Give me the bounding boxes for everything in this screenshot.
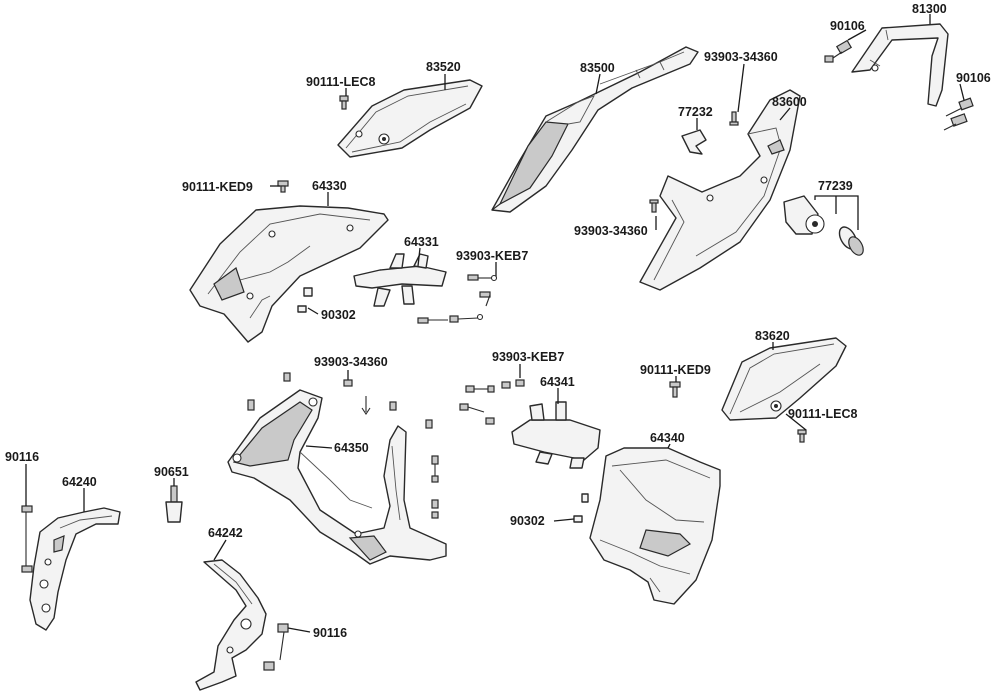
part-77232 (681, 129, 707, 155)
part-83600 (639, 89, 801, 291)
screws-90116-b (263, 623, 289, 671)
screw-90111-lec8-top (339, 95, 349, 110)
screw-90111-ked9-right (669, 381, 681, 398)
label-64331: 64331 (404, 235, 439, 249)
label-64240: 64240 (62, 475, 97, 489)
label-83600: 83600 (772, 95, 807, 109)
label-90111-ked9-left: 90111-KED9 (182, 180, 253, 194)
part-64350 (227, 389, 447, 565)
screw-93903-34360-a (729, 111, 739, 126)
label-83620: 83620 (755, 329, 790, 343)
label-90111-lec8-right: 90111-LEC8 (788, 407, 858, 421)
label-81300: 81300 (912, 2, 947, 16)
clip-90302-a (297, 287, 313, 313)
label-93903-34360-c: 93903-34360 (314, 355, 388, 369)
screw-90111-lec8-right (797, 429, 807, 443)
label-90651: 90651 (154, 465, 189, 479)
leader-lines (25, 14, 965, 633)
label-93903-keb7-b: 93903-KEB7 (492, 350, 564, 364)
part-83500 (491, 46, 699, 213)
label-77232: 77232 (678, 105, 713, 119)
part-81300 (851, 23, 949, 107)
bolt-90106-a (824, 39, 853, 63)
part-labels: 90111-LEC8 83520 83500 93903-34360 83600… (5, 2, 991, 640)
label-90111-ked9-right: 90111-KED9 (640, 363, 711, 377)
screw-93903-34360-b (649, 199, 659, 213)
label-90302-b: 90302 (510, 514, 545, 528)
label-83500: 83500 (580, 61, 615, 75)
label-83520: 83520 (426, 60, 461, 74)
screws-93903-34360-c (247, 370, 439, 519)
bolt-90106-b (943, 97, 974, 131)
label-90116-b: 90116 (313, 626, 347, 640)
part-64331 (353, 253, 447, 307)
fasteners-93903-keb7-b (459, 364, 525, 425)
clip-90302-b (573, 493, 589, 523)
label-64341: 64341 (540, 375, 575, 389)
fasteners-93903-keb7-a (417, 262, 498, 324)
part-83520 (337, 79, 483, 158)
screw-90111-ked9-left (277, 180, 289, 193)
part-83620 (721, 337, 847, 421)
part-77239 (783, 195, 864, 256)
part-64242 (195, 559, 267, 691)
label-93903-34360-b: 93903-34360 (574, 224, 648, 238)
label-64340: 64340 (650, 431, 685, 445)
screws-90116-a (21, 505, 33, 573)
label-93903-34360-a: 93903-34360 (704, 50, 778, 64)
part-64330 (189, 205, 389, 343)
part-64341 (511, 401, 601, 469)
part-64340 (589, 447, 721, 605)
label-93903-keb7-a: 93903-KEB7 (456, 249, 528, 263)
part-90651 (165, 485, 183, 523)
part-64240 (29, 507, 121, 631)
label-64330: 64330 (312, 179, 347, 193)
label-90111-lec8-top: 90111-LEC8 (306, 75, 376, 89)
label-90106-b: 90106 (956, 71, 991, 85)
label-90106-a: 90106 (830, 19, 865, 33)
label-64350: 64350 (334, 441, 369, 455)
label-90116-a: 90116 (5, 450, 39, 464)
label-90302-a: 90302 (321, 308, 356, 322)
label-64242: 64242 (208, 526, 243, 540)
label-77239: 77239 (818, 179, 853, 193)
